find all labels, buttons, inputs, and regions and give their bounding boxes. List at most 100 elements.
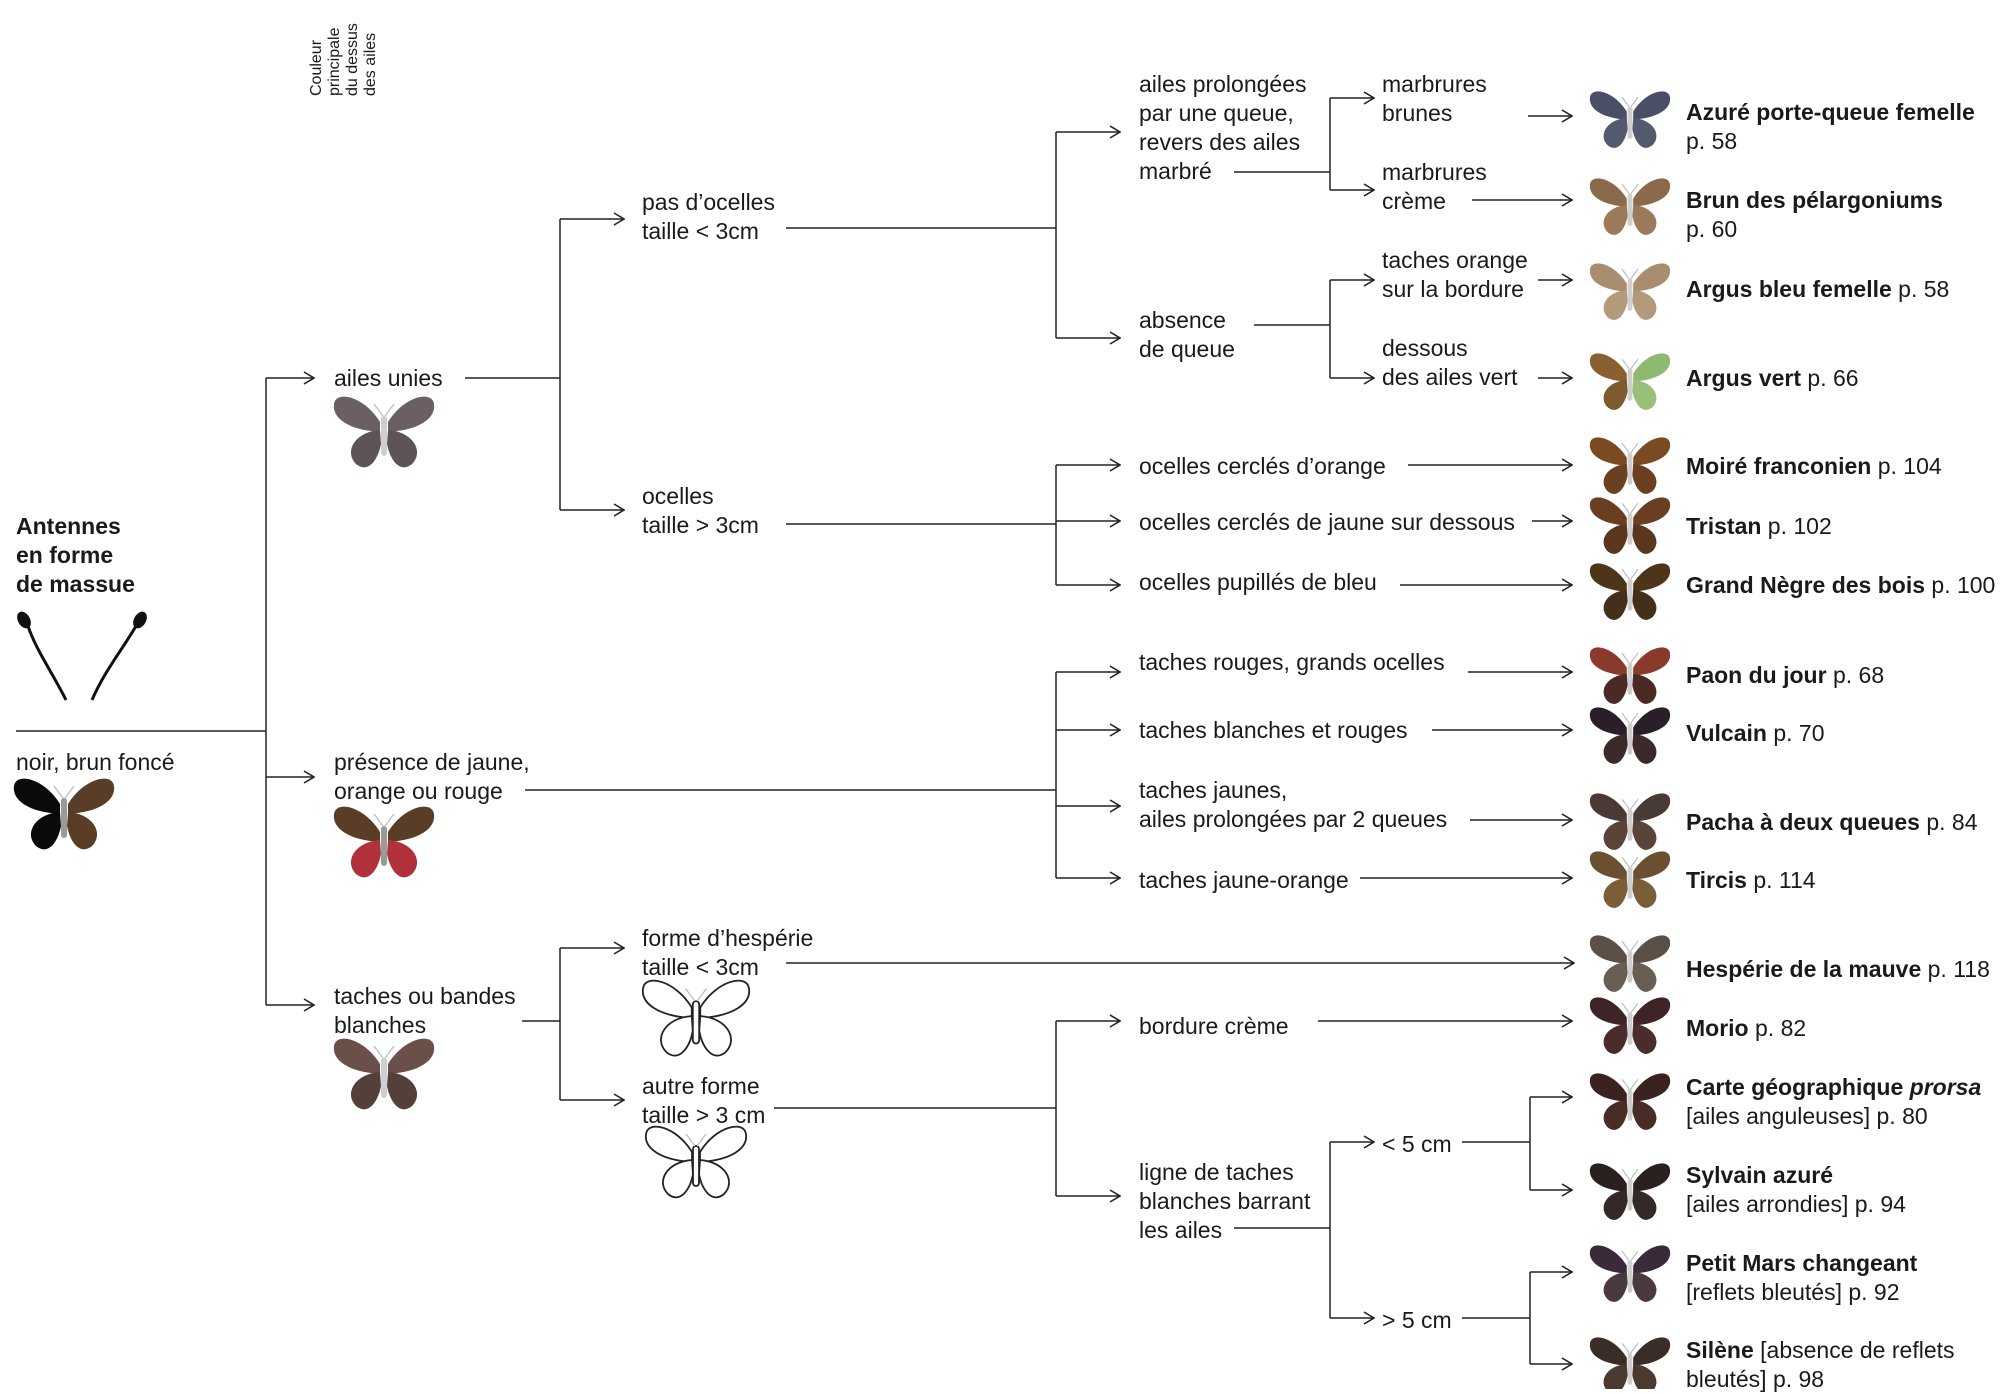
- result-pacha: Pacha à deux queues p. 84: [1686, 808, 1977, 837]
- branch-label: ailes prolongées par 2 queues: [1139, 805, 1447, 834]
- branch-label: ocelles: [642, 482, 759, 511]
- species-page: [ailes arrondies] p. 94: [1686, 1191, 1906, 1217]
- species-page: p. 84: [1920, 809, 1978, 835]
- butterfly-species-icon: [1590, 563, 1670, 620]
- result-grand-negre: Grand Nègre des bois p. 100: [1686, 571, 1995, 600]
- species-name: Pacha à deux queues: [1686, 809, 1920, 835]
- butterfly-white-spots-icon: [334, 1039, 434, 1110]
- result-moire-franconien: Moiré franconien p. 104: [1686, 452, 1942, 481]
- result-brun-pelargoniums: Brun des pélargoniums p. 60: [1686, 186, 1943, 244]
- branch-label: taches jaunes,: [1139, 776, 1447, 805]
- branch-tailed-wings: ailes prolongées par une queue, revers d…: [1139, 70, 1307, 186]
- species-page: p. 70: [1767, 720, 1825, 746]
- butterfly-species-icon: [1590, 263, 1670, 320]
- butterfly-species-icon: [1590, 353, 1670, 410]
- species-page: p. 58: [1892, 276, 1950, 302]
- result-vulcain: Vulcain p. 70: [1686, 719, 1825, 748]
- species-name: Tristan: [1686, 513, 1761, 539]
- branch-white-spots: taches ou bandes blanches: [334, 982, 516, 1040]
- species-page: p. 104: [1871, 453, 1941, 479]
- branch-cream-marbling: marbrures crème: [1382, 158, 1487, 216]
- species-name: Carte géographique: [1686, 1074, 1910, 1100]
- branch-label: marbrures: [1382, 70, 1487, 99]
- branch-label: revers des ailes: [1139, 128, 1307, 157]
- branch-label: par une queue,: [1139, 99, 1307, 128]
- branch-label: marbré: [1139, 157, 1307, 186]
- butterfly-species-icon: [1590, 1337, 1670, 1389]
- species-form: prorsa: [1910, 1074, 1982, 1100]
- result-carte-geographique: Carte géographique prorsa [ailes anguleu…: [1686, 1073, 1981, 1131]
- butterfly-species-icon: [1590, 437, 1670, 494]
- butterfly-red-icon: [334, 807, 434, 878]
- butterfly-species-icon: [1590, 707, 1670, 764]
- branch-label: ailes unies: [334, 364, 443, 393]
- branch-no-eyespots: pas d’ocelles taille < 3cm: [642, 188, 775, 246]
- species-page: p. 66: [1801, 365, 1859, 391]
- butterfly-species-icon: [1590, 91, 1670, 148]
- species-name: Argus bleu femelle: [1686, 276, 1892, 302]
- species-page: [absence de reflets: [1754, 1337, 1955, 1363]
- species-page: p. 68: [1827, 662, 1885, 688]
- branch-over-5cm: > 5 cm: [1382, 1306, 1452, 1335]
- species-name: Vulcain: [1686, 720, 1767, 746]
- branch-label: taille < 3cm: [642, 217, 775, 246]
- butterfly-outline-icon: [646, 1127, 746, 1198]
- branch-label: de queue: [1139, 335, 1235, 364]
- branch-label: taches orange: [1382, 246, 1528, 275]
- branch-label: taille > 3cm: [642, 511, 759, 540]
- branch-no-tail: absence de queue: [1139, 306, 1235, 364]
- root-title-line: de massue: [16, 570, 135, 599]
- butterfly-black-brown-icon: [14, 779, 114, 850]
- butterfly-species-icon: [1590, 793, 1670, 850]
- species-name: Morio: [1686, 1015, 1749, 1041]
- root-title-line: Antennes: [16, 512, 135, 541]
- branch-label: les ailes: [1139, 1216, 1310, 1245]
- branch-red-spots: taches rouges, grands ocelles: [1139, 648, 1445, 677]
- branch-label: des ailes vert: [1382, 363, 1518, 392]
- branch-label: taille > 3 cm: [642, 1101, 765, 1130]
- branch-label: dessous: [1382, 334, 1518, 363]
- branch-label: taille < 3cm: [642, 953, 813, 982]
- branch-yellow-spots-tails: taches jaunes, ailes prolongées par 2 qu…: [1139, 776, 1447, 834]
- column-header-line: principale: [326, 28, 344, 96]
- butterfly-species-icon: [1590, 497, 1670, 554]
- species-page: p. 100: [1925, 572, 1995, 598]
- species-page: p. 118: [1921, 956, 1990, 982]
- species-page: [ailes anguleuses] p. 80: [1686, 1103, 1928, 1129]
- butterfly-species-icon: [1590, 1163, 1670, 1220]
- root-color-label: noir, brun foncé: [16, 748, 175, 777]
- butterfly-species-icon: [1590, 647, 1670, 704]
- column-header-line: Couleur: [308, 40, 326, 96]
- branch-skipper-shape: forme d’hespérie taille < 3cm: [642, 924, 813, 982]
- branch-under-5cm: < 5 cm: [1382, 1130, 1452, 1159]
- branch-label: orange ou rouge: [334, 777, 530, 806]
- species-name: Moiré franconien: [1686, 453, 1871, 479]
- species-page: p. 114: [1747, 867, 1816, 893]
- column-header-line: du dessus: [344, 23, 362, 96]
- branch-yellow-orange-spots: taches jaune-orange: [1139, 866, 1349, 895]
- antenna-icon: [14, 609, 149, 700]
- branch-label: ailes prolongées: [1139, 70, 1307, 99]
- species-name: Argus vert: [1686, 365, 1801, 391]
- branch-other-shape: autre forme taille > 3 cm: [642, 1072, 765, 1130]
- branch-label: autre forme: [642, 1072, 765, 1101]
- butterfly-species-icon: [1590, 997, 1670, 1054]
- result-morio: Morio p. 82: [1686, 1014, 1806, 1043]
- species-page: [reflets bleutés] p. 92: [1686, 1279, 1900, 1305]
- result-petit-mars: Petit Mars changeant [reflets bleutés] p…: [1686, 1249, 1917, 1307]
- species-page: p. 58: [1686, 128, 1737, 154]
- species-name: Silène: [1686, 1337, 1754, 1363]
- column-header-line: des ailes: [362, 33, 380, 96]
- species-name: Hespérie de la mauve: [1686, 956, 1921, 982]
- result-tircis: Tircis p. 114: [1686, 866, 1816, 895]
- species-name: Azuré porte-queue femelle: [1686, 99, 1975, 125]
- result-tristan: Tristan p. 102: [1686, 512, 1832, 541]
- species-name: Grand Nègre des bois: [1686, 572, 1925, 598]
- result-azure-porte-queue: Azuré porte-queue femelle p. 58: [1686, 98, 1975, 156]
- butterfly-species-icon: [1590, 851, 1670, 908]
- butterfly-skipper-outline-icon: [643, 981, 749, 1056]
- branch-green-underside: dessous des ailes vert: [1382, 334, 1518, 392]
- species-name: Tircis: [1686, 867, 1747, 893]
- branch-label: ligne de taches: [1139, 1158, 1310, 1187]
- branch-yellow-orange-red: présence de jaune, orange ou rouge: [334, 748, 530, 806]
